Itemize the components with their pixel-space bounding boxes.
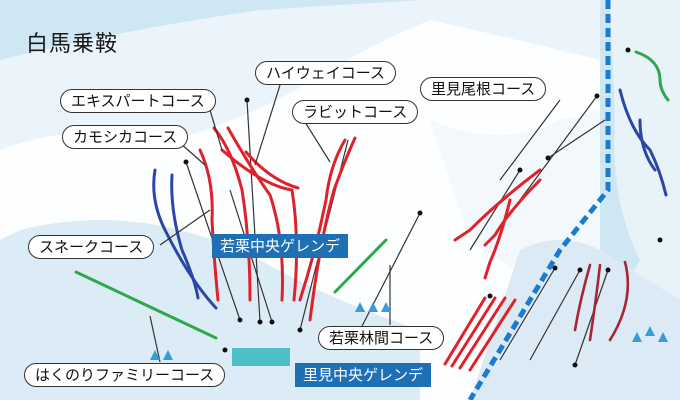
label-hakunori-family-course[interactable]: はくのりファミリーコース [24, 363, 226, 387]
lift-stations [183, 47, 663, 368]
base-lodge [232, 348, 290, 366]
resort-title: 白馬乗鞍 [26, 32, 119, 57]
maroon-courses [573, 260, 630, 342]
label-wakaguri-rinkan-course[interactable]: 若栗林間コース [318, 326, 445, 350]
label-satomi-one-course[interactable]: 里見尾根コース [420, 77, 547, 101]
tree-icons [150, 302, 668, 360]
label-rabbit-course[interactable]: ラビットコース [292, 100, 419, 124]
blue-courses [152, 88, 668, 310]
label-highway-course[interactable]: ハイウェイコース [255, 61, 396, 85]
red-courses [198, 126, 542, 372]
snow-shadow-left [0, 220, 420, 400]
label-expert-course[interactable]: エキスパートコース [60, 89, 216, 113]
area-label-wakaguri-central[interactable]: 若栗中央ゲレンデ [212, 234, 349, 258]
label-snake-course[interactable]: スネークコース [28, 235, 155, 259]
area-label-satomi-central[interactable]: 里見中央ゲレンデ [295, 363, 432, 387]
green-courses [74, 50, 670, 340]
resort-boundary-line [467, 0, 611, 400]
label-leaders [149, 84, 561, 363]
label-kamoshika-course[interactable]: カモシカコース [62, 125, 189, 149]
